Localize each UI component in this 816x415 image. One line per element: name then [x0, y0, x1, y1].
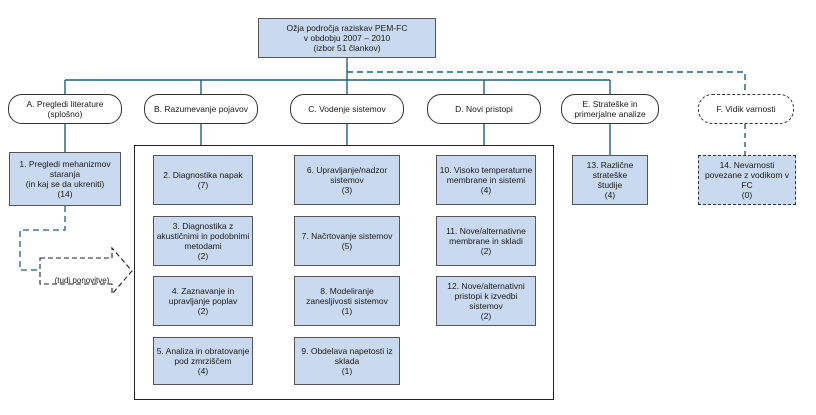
root-label: Ožja področja raziskav PEM-FC v obdobju …: [286, 23, 408, 53]
item-10: 10. Visoko temperaturne membrane in sist…: [436, 155, 536, 205]
item-8-label: 8. Modeliranje zanesljivosti sistemov (1…: [306, 286, 388, 316]
item-1-label: 1. Pregledi mehanizmov staranja (in kaj …: [19, 159, 111, 199]
item-13-label: 13. Različne strateške študije (4): [586, 160, 634, 200]
item-5-label: 5. Analiza in obratovanje pod zmrziščem …: [156, 346, 250, 376]
item-11-label: 11. Nove/alternativne membrane in skladi…: [446, 226, 526, 256]
category-d-label: D. Novi pristopi: [455, 104, 513, 114]
item-7-label: 7. Načrtovanje sistemov (5): [301, 231, 393, 251]
item-14-label: 14. Nevarnosti povezane z vodikom v FC (…: [704, 160, 790, 200]
category-e-label: E. Strateške in primerjalne analize: [574, 99, 646, 119]
category-c-label: C. Vodenje sistemov: [308, 104, 386, 114]
category-b: B. Razumevanje pojavov: [144, 94, 258, 124]
item-2-label: 2. Diagnostika napak (7): [163, 170, 243, 190]
item-3: 3. Diagnostika z akustičnimi in podobnim…: [153, 216, 253, 266]
item-10-label: 10. Visoko temperaturne membrane in sist…: [439, 165, 533, 195]
category-f-label: F. Vidik varnosti: [716, 104, 776, 114]
item-12: 12. Nove/alternativni pristopi k izvedbi…: [436, 276, 536, 326]
item-4: 4. Zaznavanje in upravljanje poplav (2): [153, 276, 253, 326]
root-box: Ožja področja raziskav PEM-FC v obdobju …: [258, 18, 436, 58]
item-1: 1. Pregledi mehanizmov staranja (in kaj …: [9, 152, 121, 206]
item-6: 6. Upravljanje/nadzor sistemov (3): [294, 155, 400, 205]
category-f: F. Vidik varnosti: [698, 94, 794, 124]
repeat-note-label: (tudi ponovitve): [54, 276, 110, 285]
item-9: 9. Obdelava napetosti iz sklada (1): [294, 337, 400, 385]
item-13: 13. Različne strateške študije (4): [572, 155, 648, 205]
category-e: E. Strateške in primerjalne analize: [561, 94, 659, 124]
category-a-label: A. Pregledi literature (splošno): [26, 99, 104, 119]
group-frame-bcd: [134, 145, 554, 400]
item-2: 2. Diagnostika napak (7): [153, 155, 253, 205]
item-11: 11. Nove/alternativne membrane in skladi…: [436, 216, 536, 266]
category-a: A. Pregledi literature (splošno): [8, 94, 122, 124]
repeat-note: (tudi ponovitve): [52, 266, 112, 286]
category-d: D. Novi pristopi: [427, 94, 541, 124]
item-5: 5. Analiza in obratovanje pod zmrziščem …: [153, 337, 253, 385]
item-14: 14. Nevarnosti povezane z vodikom v FC (…: [698, 155, 796, 205]
item-8: 8. Modeliranje zanesljivosti sistemov (1…: [294, 276, 400, 326]
item-6-label: 6. Upravljanje/nadzor sistemov (3): [306, 165, 388, 195]
item-9-label: 9. Obdelava napetosti iz sklada (1): [301, 346, 393, 376]
item-12-label: 12. Nove/alternativni pristopi k izvedbi…: [447, 281, 525, 321]
item-3-label: 3. Diagnostika z akustičnimi in podobnim…: [156, 221, 250, 261]
item-7: 7. Načrtovanje sistemov (5): [294, 216, 400, 266]
category-c: C. Vodenje sistemov: [290, 94, 404, 124]
category-b-label: B. Razumevanje pojavov: [153, 104, 249, 114]
item-4-label: 4. Zaznavanje in upravljanje poplav (2): [168, 286, 238, 316]
